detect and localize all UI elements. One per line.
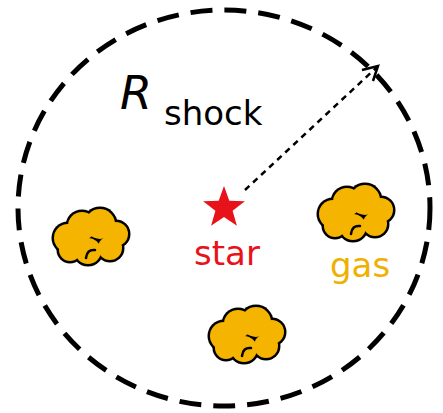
arrow-head [362, 66, 378, 81]
gas-cloud [317, 183, 396, 243]
radius-subscript: shock [164, 96, 262, 130]
gas-label: gas [330, 248, 390, 282]
shock-boundary [18, 10, 430, 406]
gas-cloud [52, 207, 131, 267]
star-symbol [203, 186, 245, 226]
radius-arrow [245, 68, 376, 190]
radius-symbol: R [120, 70, 152, 116]
star-label: star [194, 236, 260, 270]
gas-cloud [208, 305, 287, 365]
